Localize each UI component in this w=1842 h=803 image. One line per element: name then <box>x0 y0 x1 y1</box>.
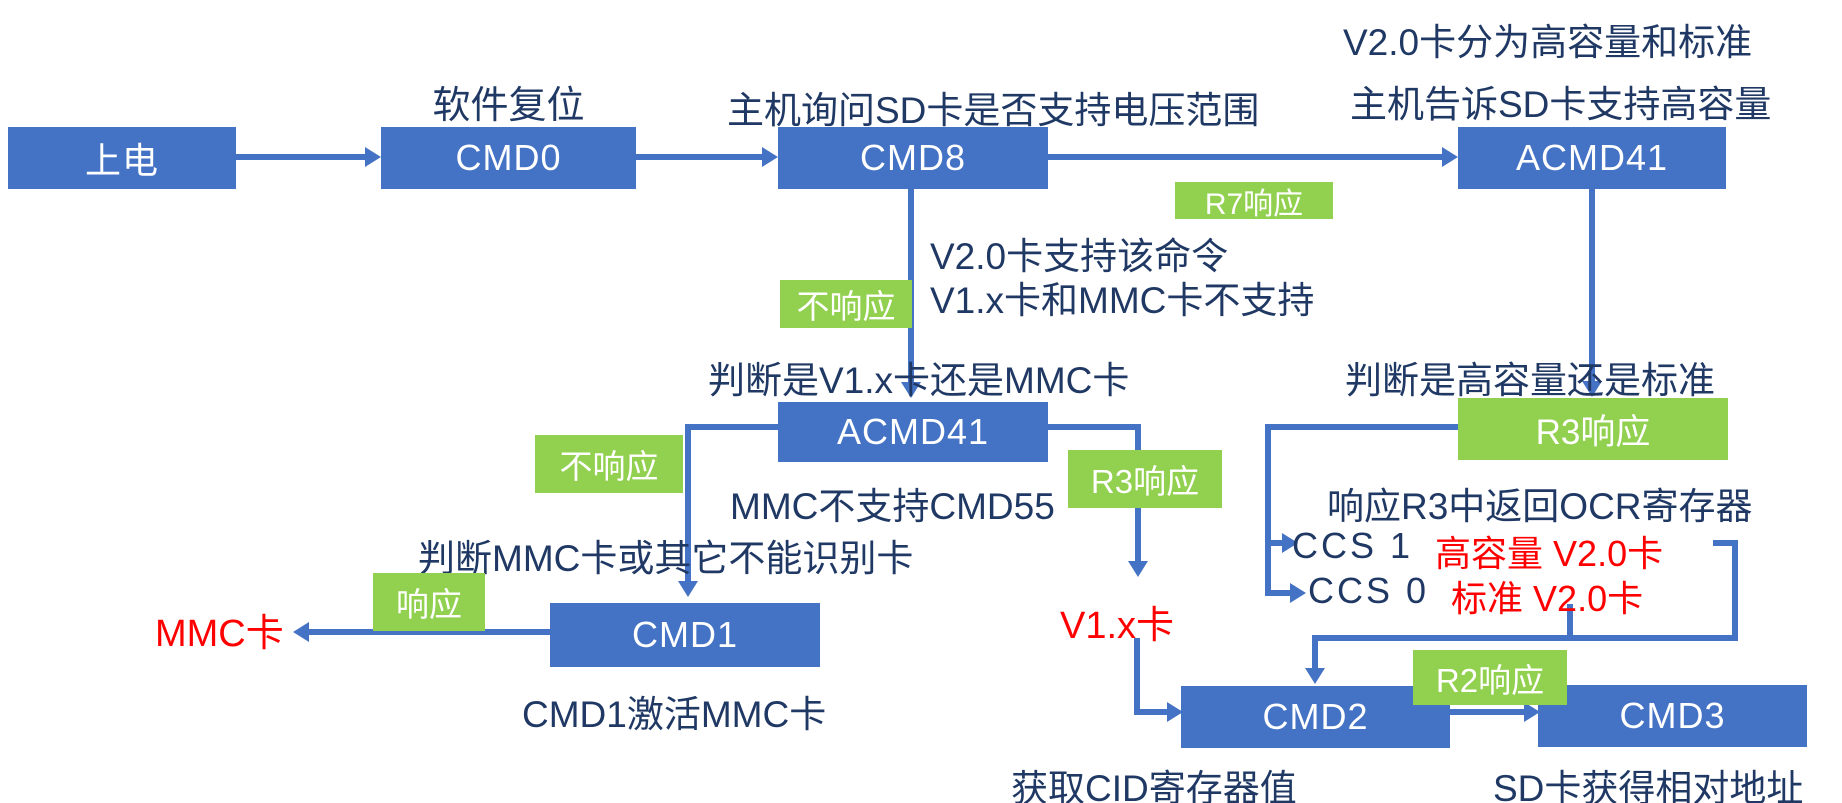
connector-acmd41mid-left-down-line <box>685 424 691 581</box>
node-cmd3: CMD3 <box>1538 685 1807 747</box>
node-cmd8: CMD8 <box>778 127 1048 189</box>
connector-cmd2-cmd3-line <box>1450 709 1524 715</box>
node-cmd8-label: CMD8 <box>859 137 966 178</box>
connector-poweron-cmd0-arrowhead <box>365 147 381 167</box>
badge-r3-response-big-label: R3响应 <box>1535 412 1651 452</box>
badge-r7-response: R7响应 <box>1175 182 1333 221</box>
ccs-row-1: CCS 1 高容量 V2.0卡 <box>1292 525 1663 577</box>
annotation-judge-v1-or-mmc: 判断是V1.x卡还是MMC卡 <box>708 360 1130 401</box>
ccs0-desc: 标准 V2.0卡 <box>1451 578 1644 619</box>
connector-ccs1-right-elbow-line <box>1713 540 1738 546</box>
connector-poweron-cmd0-line <box>236 154 365 160</box>
badge-response-label: 响应 <box>396 586 462 623</box>
connector-ccs0-down-stub-line <box>1567 604 1573 641</box>
node-acmd41-top: ACMD41 <box>1458 127 1726 189</box>
connector-into-cmd2-top-line <box>1312 635 1318 668</box>
annotation-ocr-register: 响应R3中返回OCR寄存器 <box>1327 486 1753 527</box>
connector-acmd41mid-left-line <box>688 424 778 430</box>
annotation-cmd8-query: 主机询问SD卡是否支持电压范围 <box>727 90 1260 131</box>
connector-acmd41mid-right-line <box>1048 424 1138 430</box>
annotation-soft-reset: 软件复位 <box>432 85 585 127</box>
connector-cmd2-cmd3-arrowhead <box>1524 702 1540 722</box>
badge-r2-response: R2响应 <box>1413 650 1567 705</box>
node-cmd0: CMD0 <box>381 127 636 189</box>
annotation-acmd41-tell: 主机告诉SD卡支持高容量 <box>1350 84 1772 125</box>
badge-r3-response-small: R3响应 <box>1068 450 1222 508</box>
badge-response: 响应 <box>373 573 485 631</box>
connector-cmd8-down-arrowhead <box>901 382 921 398</box>
node-cmd1-label: CMD1 <box>631 614 738 655</box>
result-mmc-card: MMC卡 <box>155 613 284 655</box>
result-v1x-card: V1.x卡 <box>1060 605 1175 647</box>
annotation-cmd8-support-line1: V2.0卡支持该命令 <box>930 236 1229 277</box>
annotation-mmc-no-cmd55: MMC不支持CMD55 <box>730 486 1055 527</box>
badge-r7-response-label: R7响应 <box>1204 187 1304 221</box>
connector-r3big-left-line <box>1268 424 1458 430</box>
connector-ccs1-right-down-line <box>1732 540 1738 641</box>
connector-acmd41top-down-arrowhead <box>1582 381 1602 397</box>
connector-cmd1-mmc-line <box>309 629 550 635</box>
connector-cmd1-mmc-arrowhead <box>293 622 309 642</box>
badge-no-response-cmd8: 不响应 <box>780 280 912 328</box>
connector-v1x-down-line <box>1134 638 1140 715</box>
connector-into-cmd2-top-arrowhead <box>1305 668 1325 684</box>
ccs1-code: CCS 1 <box>1292 525 1414 566</box>
annotation-judge-mmc-or-other: 判断MMC卡或其它不能识别卡 <box>418 538 914 579</box>
badge-r3-response-small-label: R3响应 <box>1090 463 1200 500</box>
node-acmd41-mid: ACMD41 <box>778 402 1048 462</box>
node-power-on: 上电 <box>8 127 236 189</box>
connector-ccs0-branch-line <box>1268 590 1290 596</box>
connector-bottom-horizontal-line <box>1315 635 1738 641</box>
annotation-cmd8-support-line2: V1.x卡和MMC卡不支持 <box>930 280 1315 321</box>
annotation-judge-capacity: 判断是高容量还是标准 <box>1345 360 1715 401</box>
connector-r3big-bracket-line <box>1265 424 1271 596</box>
connector-ccs1-branch-arrowhead <box>1282 533 1298 553</box>
node-cmd2-label: CMD2 <box>1262 696 1369 737</box>
node-cmd2: CMD2 <box>1181 686 1450 748</box>
connector-cmd8-acmd41-arrowhead <box>1442 147 1458 167</box>
annotation-cmd2-get-cid: 获取CID寄存器值 <box>1011 768 1297 803</box>
badge-r2-response-label: R2响应 <box>1435 661 1545 699</box>
connector-acmd41top-down-line <box>1589 189 1595 381</box>
annotation-cmd3-get-addr: SD卡获得相对地址 <box>1493 768 1804 803</box>
node-power-on-label: 上电 <box>84 140 159 181</box>
badge-no-response-acmd41: 不响应 <box>535 435 683 493</box>
connector-into-cmd1-arrowhead <box>678 581 698 597</box>
connector-ccs1-branch-line <box>1268 540 1282 546</box>
badge-no-response-cmd8-label: 不响应 <box>796 288 896 325</box>
connector-cmd8-acmd41-line <box>1048 154 1442 160</box>
badge-no-response-acmd41-label: 不响应 <box>559 448 659 485</box>
node-cmd0-label: CMD0 <box>455 137 562 178</box>
node-acmd41-top-label: ACMD41 <box>1515 137 1669 178</box>
connector-ccs0-branch-arrowhead <box>1290 583 1306 603</box>
badge-r3-response-big: R3响应 <box>1458 398 1728 460</box>
connector-cmd0-cmd8-arrowhead <box>762 147 778 167</box>
annotation-v2-split: V2.0卡分为高容量和标准 <box>1343 22 1753 63</box>
node-cmd1: CMD1 <box>550 603 820 667</box>
connector-cmd0-cmd8-line <box>636 154 762 160</box>
node-acmd41-mid-label: ACMD41 <box>836 411 990 452</box>
node-cmd3-label: CMD3 <box>1619 695 1726 736</box>
ccs0-code: CCS 0 <box>1308 570 1430 611</box>
connector-v1x-cmd2-line <box>1137 709 1167 715</box>
connector-to-v1x-arrowhead <box>1128 561 1148 577</box>
annotation-cmd1-activate: CMD1激活MMC卡 <box>522 694 827 735</box>
connector-v1x-cmd2-arrowhead <box>1167 702 1183 722</box>
ccs-row-0: CCS 0 标准 V2.0卡 <box>1308 570 1643 622</box>
ccs1-desc: 高容量 V2.0卡 <box>1435 533 1664 574</box>
